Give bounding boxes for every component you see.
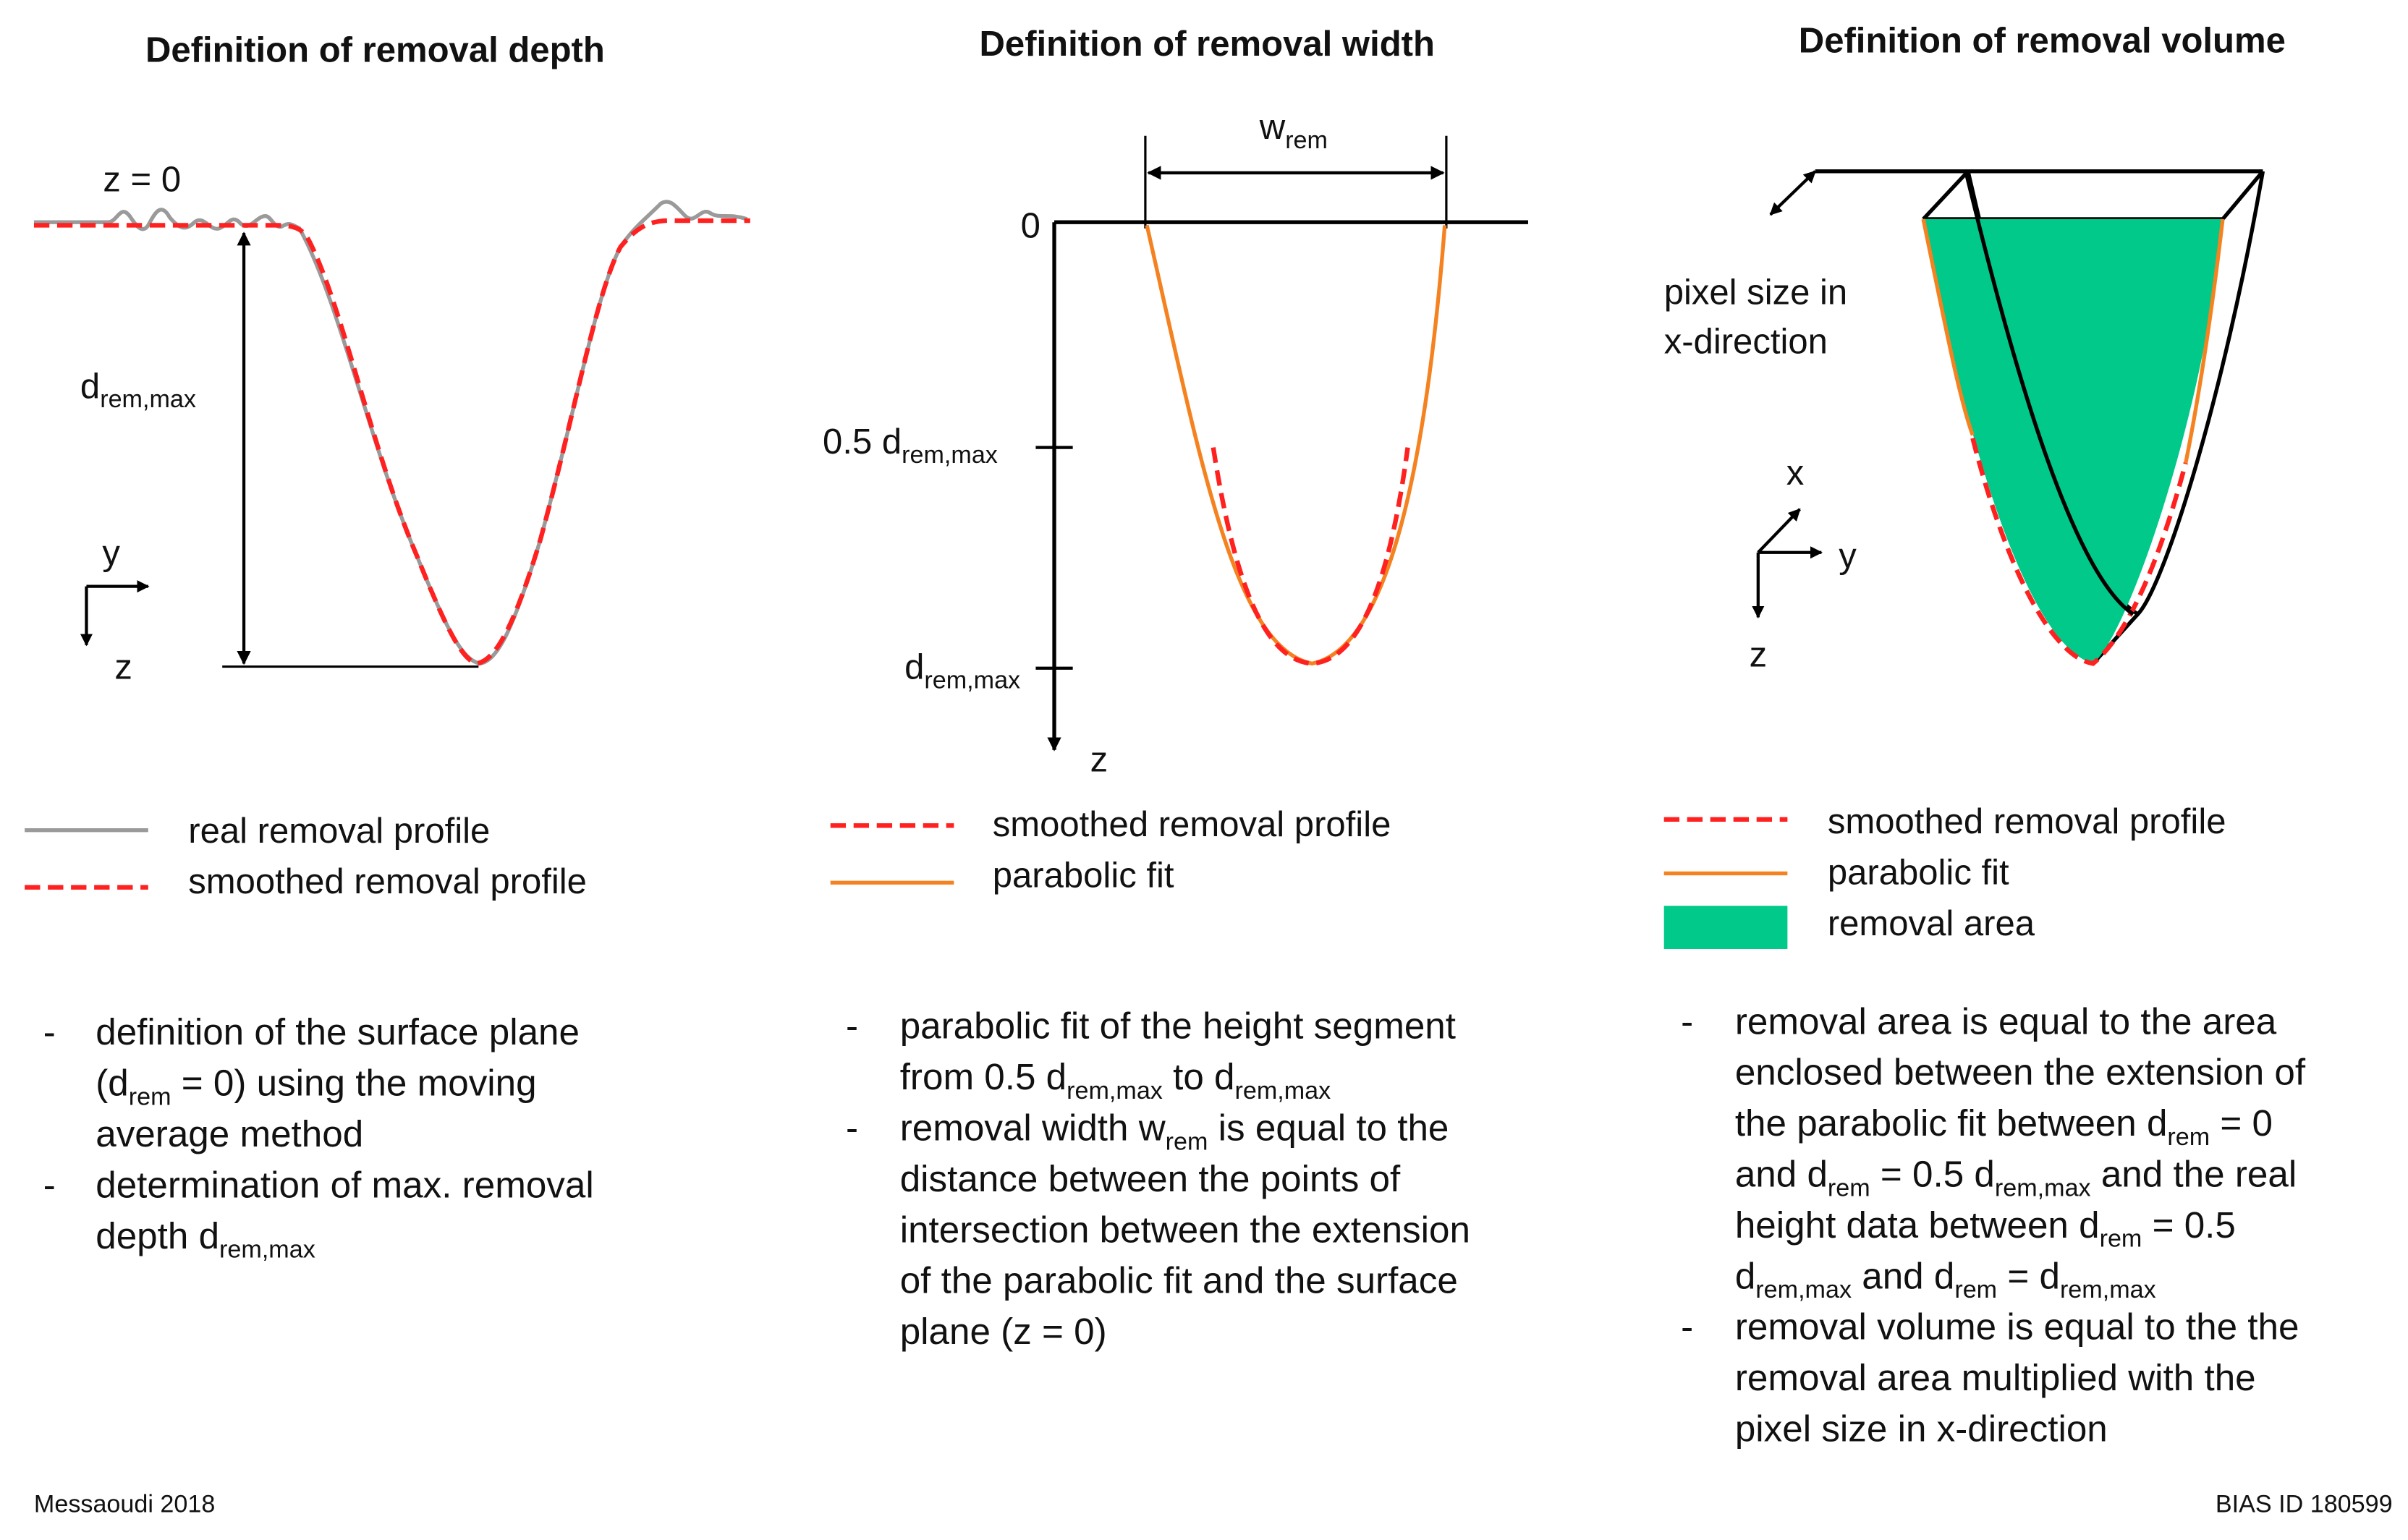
- pixel-size-label-line1: pixel size in: [1664, 273, 1848, 312]
- back-profile-curve: [1964, 174, 2134, 616]
- axis-x-label-3: x: [1786, 454, 1805, 493]
- bullet-dash: -: [846, 1107, 858, 1149]
- legend-fit-label: parabolic fit: [993, 856, 1174, 896]
- footer-id: BIAS ID 180599: [2216, 1491, 2393, 1518]
- bullet-line: and drem = 0.5 drem,max and the real: [1735, 1154, 2297, 1202]
- z-zero-label: z = 0: [103, 161, 181, 200]
- bullet-dash: -: [1681, 1306, 1693, 1348]
- real-removal-profile: [33, 200, 748, 666]
- axis-y-label: y: [102, 534, 120, 573]
- removal-area: [1923, 218, 2223, 664]
- bullets-depth: -definition of the surface plane(drem = …: [43, 1011, 594, 1263]
- bullet-dash: -: [846, 1005, 858, 1047]
- legend-smoothed-label-2: smoothed removal profile: [993, 805, 1391, 844]
- bullet-line: parabolic fit of the height segment: [900, 1005, 1456, 1047]
- panel-depth: Definition of removal depth z = 0 drem,m…: [25, 30, 750, 1264]
- panel-width-title: Definition of removal width: [980, 25, 1435, 64]
- depth-label: drem,max: [80, 367, 196, 413]
- bullet-line: the parabolic fit between drem = 0: [1735, 1102, 2273, 1151]
- footer-author: Messaoudi 2018: [34, 1491, 215, 1518]
- bullet-dash: -: [43, 1011, 56, 1052]
- half-depth-label: 0.5 drem,max: [823, 422, 998, 469]
- parabolic-fit: [1145, 224, 1447, 666]
- bullets-width: -parabolic fit of the height segmentfrom…: [846, 1005, 1470, 1352]
- bullet-line: removal volume is equal to the the: [1735, 1306, 2299, 1348]
- bullet-line: (drem = 0) using the moving: [96, 1063, 536, 1111]
- bullet-line: of the parabolic fit and the surface: [900, 1260, 1458, 1301]
- legend-real-label: real removal profile: [188, 812, 490, 851]
- panel-depth-title: Definition of removal depth: [145, 30, 605, 69]
- bullet-line: distance between the points of: [900, 1158, 1401, 1199]
- bullet-line: removal width wrem is equal to the: [900, 1107, 1449, 1156]
- smoothed-removal-profile: [33, 218, 750, 666]
- bullet-line: drem,max and drem = drem,max: [1735, 1255, 2156, 1303]
- legend-width: smoothed removal profile parabolic fit: [830, 805, 1391, 896]
- legend-smoothed-label-3: smoothed removal profile: [1828, 802, 2226, 841]
- parabolic-fit-volume: [1921, 218, 2225, 464]
- width-label: wrem: [1259, 108, 1328, 154]
- axis-y-label-3: y: [1839, 537, 1857, 576]
- panel-volume-title: Definition of removal volume: [1799, 22, 2286, 61]
- legend-area-swatch: [1663, 906, 1788, 949]
- smoothed-removal-profile-volume: [1970, 438, 2188, 666]
- legend-fit-label-3: parabolic fit: [1828, 853, 2009, 892]
- panel-volume: Definition of removal volume pixel size …: [1663, 22, 2306, 1450]
- axis-z-label: z: [114, 648, 132, 687]
- bullet-dash: -: [1681, 1000, 1693, 1042]
- bullet-line: average method: [96, 1113, 363, 1154]
- bullet-line: pixel size in x-direction: [1735, 1408, 2108, 1450]
- pixel-size-arrow: [1769, 170, 1817, 216]
- axis-z-label-2: z: [1090, 741, 1108, 780]
- legend-depth: real removal profile smoothed removal pr…: [25, 812, 587, 901]
- bullet-line: definition of the surface plane: [96, 1011, 580, 1052]
- bullet-line: enclosed between the extension of: [1735, 1052, 2306, 1093]
- bullets-volume: -removal area is equal to the areaenclos…: [1681, 1000, 2306, 1449]
- bullet-line: height data between drem = 0.5: [1735, 1204, 2236, 1253]
- bullet-line: depth drem,max: [96, 1215, 315, 1264]
- bullet-line: from 0.5 drem,max to drem,max: [900, 1056, 1331, 1105]
- smoothed-removal-profile-width: [1211, 447, 1410, 666]
- max-depth-label: drem,max: [904, 648, 1020, 694]
- bullet-dash: -: [43, 1164, 56, 1205]
- legend-area-label: removal area: [1828, 904, 2035, 943]
- bullet-line: intersection between the extension: [900, 1209, 1470, 1250]
- panel-width: Definition of removal width wrem 0 0.5 d…: [823, 25, 1528, 1352]
- legend-smoothed-label: smoothed removal profile: [188, 862, 587, 901]
- bullet-line: determination of max. removal: [96, 1164, 593, 1205]
- bullet-line: removal area multiplied with the: [1735, 1357, 2256, 1398]
- legend-volume: smoothed removal profile parabolic fit r…: [1663, 802, 2226, 949]
- pixel-size-label-line2: x-direction: [1664, 323, 1828, 362]
- axis-z-label-3: z: [1750, 636, 1768, 675]
- axes-xyz-icon: x y z: [1750, 454, 1857, 675]
- zero-label: 0: [1021, 207, 1040, 246]
- axes-yz-icon: y z: [80, 534, 150, 687]
- bullet-line: removal area is equal to the area: [1735, 1000, 2277, 1042]
- bullet-line: plane (z = 0): [900, 1311, 1107, 1352]
